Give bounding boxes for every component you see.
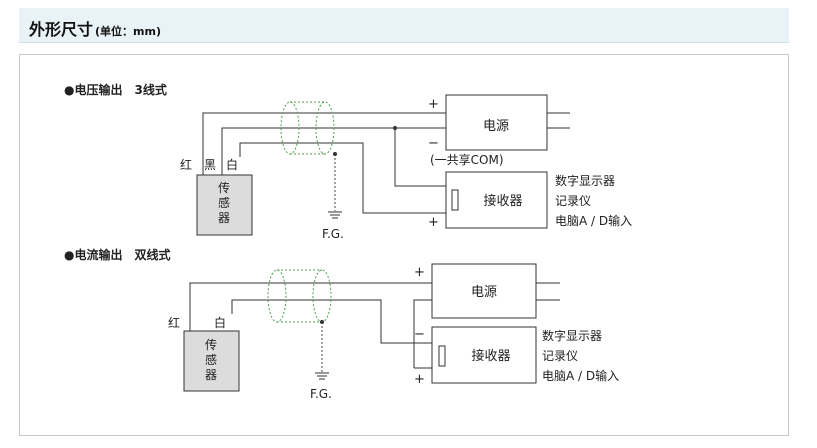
power-box bbox=[431, 263, 537, 319]
device-recorder: 记录仪 bbox=[542, 349, 578, 363]
junction-dot bbox=[393, 126, 397, 130]
fg-label: F.G. bbox=[322, 227, 344, 241]
power-label: 电源 bbox=[483, 119, 509, 134]
fg-label: F.G. bbox=[310, 387, 332, 401]
minus-sign: − bbox=[414, 327, 425, 342]
device-pc-ad: 电脑A / D输入 bbox=[555, 213, 632, 228]
device-recorder: 记录仪 bbox=[555, 194, 591, 208]
sensor-char-3: 器 bbox=[218, 211, 230, 225]
plus-sign-bottom: + bbox=[428, 215, 439, 230]
wire-label-white: 白 bbox=[226, 157, 238, 172]
section-title-current: ●电流输出 双线式 bbox=[64, 247, 170, 262]
wire-label-red: 红 bbox=[180, 157, 192, 172]
plus-sign-top: + bbox=[414, 265, 425, 280]
device-display: 数字显示器 bbox=[542, 328, 602, 343]
wire-label-white: 白 bbox=[214, 315, 226, 330]
sensor-char-2: 感 bbox=[205, 352, 217, 367]
sensor-box bbox=[183, 330, 240, 392]
wire-red bbox=[202, 112, 428, 175]
receiver-label: 接收器 bbox=[471, 348, 510, 364]
common-note: (一共享COM) bbox=[430, 152, 504, 167]
sensor-char-3: 器 bbox=[205, 368, 217, 382]
ground-dot bbox=[333, 152, 337, 156]
unit-label: (单位：mm) bbox=[95, 25, 161, 38]
sensor-char-2: 感 bbox=[218, 195, 230, 210]
section-title-voltage: ●电压输出 3线式 bbox=[64, 82, 167, 97]
power-to-receiver bbox=[413, 299, 432, 368]
device-display: 数字显示器 bbox=[555, 173, 615, 188]
receiver-box bbox=[431, 326, 537, 384]
wire-label-red: 红 bbox=[168, 315, 180, 330]
sensor-char-1: 传 bbox=[205, 337, 217, 352]
receiver-label: 接收器 bbox=[483, 193, 522, 209]
receiver-resistor bbox=[451, 189, 459, 211]
page-title: 外形尺寸(单位：mm) bbox=[29, 20, 161, 39]
wire-red bbox=[189, 282, 414, 331]
wire-common bbox=[394, 128, 447, 187]
wire-black bbox=[221, 127, 428, 157]
shield-left bbox=[267, 269, 287, 323]
minus-sign: − bbox=[428, 136, 439, 151]
diagram-panel bbox=[19, 54, 789, 436]
power-box bbox=[445, 94, 548, 151]
diagram-current-2wire: ●电流输出 双线式 传 感 器 红 白 F.G. 电源 + − bbox=[64, 247, 619, 401]
device-pc-ad: 电脑A / D输入 bbox=[542, 368, 619, 383]
section-header: 外形尺寸(单位：mm) bbox=[19, 8, 789, 43]
sensor-char-1: 传 bbox=[218, 180, 230, 195]
wire-white bbox=[231, 299, 436, 344]
power-label: 电源 bbox=[471, 285, 497, 300]
ground-dot bbox=[320, 320, 324, 324]
receiver-box bbox=[445, 171, 548, 229]
shield-right bbox=[315, 101, 335, 155]
plus-sign-bottom: + bbox=[414, 372, 425, 387]
wire-white bbox=[239, 142, 447, 214]
diagram-voltage-3wire: ●电压输出 3线式 传 感 器 红 黑 白 F.G. 电源 bbox=[64, 82, 632, 241]
plus-sign-top: + bbox=[428, 97, 439, 112]
wire-label-black: 黑 bbox=[204, 158, 216, 172]
receiver-resistor bbox=[438, 345, 446, 367]
sensor-box bbox=[196, 174, 253, 236]
shield-right bbox=[312, 269, 332, 323]
